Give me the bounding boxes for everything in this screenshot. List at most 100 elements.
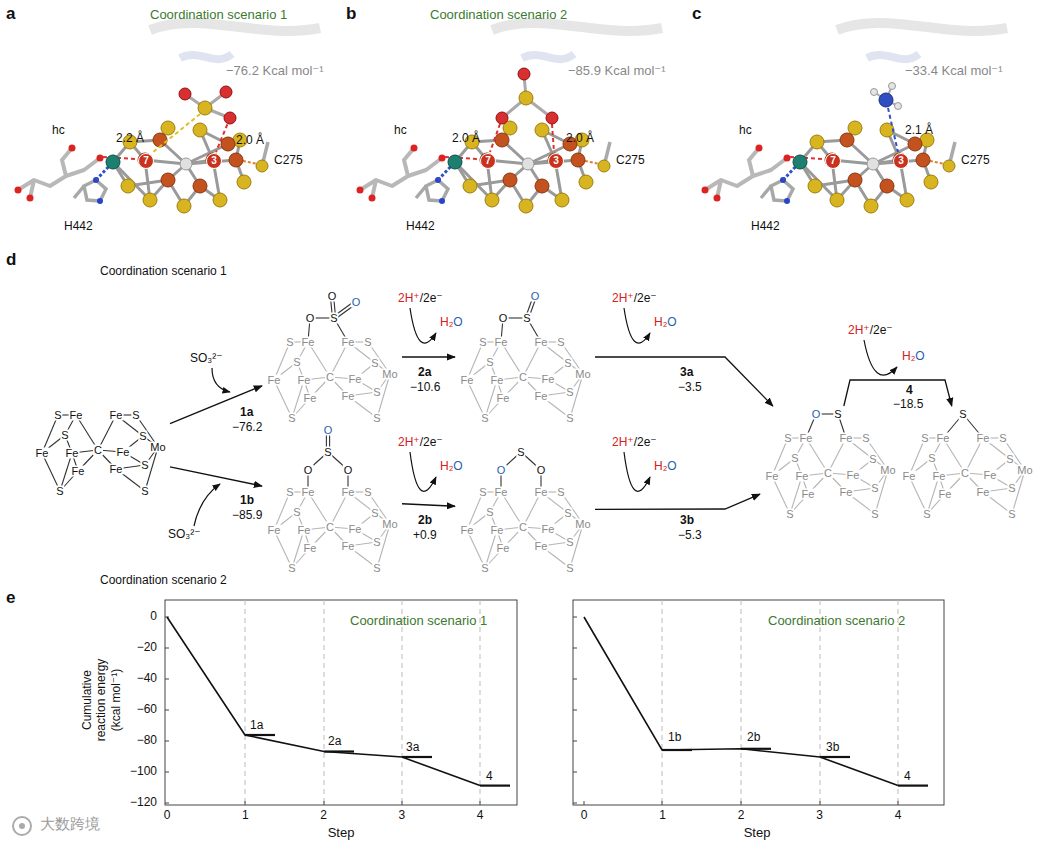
text-label: 2b (747, 731, 760, 745)
atom-label: S (287, 413, 296, 424)
atom-label: Mo (574, 369, 591, 380)
atom-label: S (920, 433, 929, 444)
atom-label: Fe (541, 524, 556, 535)
atom-label: O (305, 313, 316, 324)
callout-number: 7 (138, 153, 154, 169)
cluster-structure: SFeFeSSSMoFeFeCFeFeFeSSSS (897, 406, 1037, 523)
text-label: Step (744, 826, 771, 841)
bond-lines (455, 287, 595, 427)
text-label: H₂ (654, 460, 667, 474)
atom-label: S (370, 508, 379, 519)
atom-label: Fe (938, 489, 953, 500)
atom-label: Fe (341, 541, 356, 552)
atom-label: Fe (341, 337, 356, 348)
atom-label: Fe (35, 448, 50, 459)
illustration-g (502, 74, 552, 118)
text-label: 2H⁺ (612, 436, 634, 450)
callout-number: 3 (206, 153, 222, 169)
text-label: −60 (137, 703, 157, 717)
atom-label: Fe (348, 374, 363, 385)
text-label: −18.5 (893, 398, 923, 412)
text-label: −85.9 Kcal mol⁻¹ (568, 64, 666, 79)
text-label: 3 (816, 809, 823, 823)
callout-number: 3 (548, 153, 564, 169)
atom-label: Fe (839, 433, 854, 444)
text-label: O (453, 316, 462, 330)
illustration-line (573, 648, 577, 649)
text-label: −100 (130, 765, 157, 779)
atom-label: S (556, 337, 565, 348)
atom-label: Fe (932, 471, 947, 482)
text-label: Coordination scenario 1 (100, 265, 227, 279)
atom-label: S (140, 460, 149, 471)
atom-label: Fe (846, 470, 861, 481)
text-label: C275 (961, 154, 990, 168)
illustration-circle (879, 93, 893, 107)
atom-label: S (372, 563, 381, 574)
reaction-arrow (595, 357, 773, 406)
illustration-circle (518, 68, 530, 80)
text-label: 1b (668, 731, 681, 745)
text-label: 3b (680, 514, 694, 528)
atom-label: C (325, 372, 335, 383)
text-label: H442 (406, 220, 435, 234)
atom-label: Fe (490, 375, 505, 386)
text-label: 2H⁺ (398, 436, 420, 450)
bond-lines (262, 287, 402, 427)
text-label: C275 (274, 154, 303, 168)
illustration-circle (895, 103, 902, 110)
illustration-g (194, 308, 897, 526)
text-label: 4 (895, 809, 902, 823)
atom-label: Fe (534, 541, 549, 552)
cluster-structure: SFeFeSSSMoFeFeCFeFeFeSSSOSO (455, 442, 595, 577)
text-label: 0 (150, 610, 157, 624)
text-label: 3 (398, 809, 405, 823)
atom-label: S (285, 337, 294, 348)
atom-label: S (870, 483, 879, 494)
illustration-circle (546, 112, 558, 124)
illustration-line (480, 600, 481, 805)
atom-label: Fe (297, 525, 312, 536)
atom-label: Fe (301, 487, 316, 498)
text-label: Coordination scenario 2 (100, 574, 227, 588)
text-label: Coordination scenario 1 (350, 614, 487, 629)
illustration-line (573, 710, 577, 711)
text-label: SO₃²⁻ (190, 352, 223, 366)
atom-label: S (372, 387, 381, 398)
panel-letter: e (6, 588, 15, 608)
atom-label: S (958, 409, 967, 420)
text-label: −85.9 (232, 509, 262, 523)
atom-label: Fe (534, 487, 549, 498)
atom-label: S (870, 509, 879, 520)
text-label: /2e⁻ (634, 292, 657, 306)
illustration-line (662, 801, 663, 805)
text-label: 4 (486, 770, 493, 784)
atom-label: C (518, 372, 528, 383)
illustration-g (245, 600, 898, 805)
atom-label: Fe (348, 524, 363, 535)
atom-label: Fe (303, 543, 318, 554)
text-label: 1a (250, 719, 263, 733)
text-label: +0.9 (413, 529, 437, 543)
atom-label: S (565, 537, 574, 548)
text-label: −3.5 (678, 381, 702, 395)
illustration-line (152, 114, 200, 153)
atom-label: S (363, 337, 372, 348)
illustration-line (573, 617, 577, 618)
cluster-structure: SFeFeSSSMoFeFeCFeFeFeSSSOSOO (262, 424, 402, 577)
text-label: hc (739, 124, 752, 138)
text-label: 大数跨境 (40, 815, 100, 832)
atom-label: S (785, 509, 794, 520)
illustration-line (165, 648, 169, 649)
text-label: 3b (826, 741, 839, 755)
illustration-line (245, 734, 275, 736)
illustration-line (820, 600, 821, 805)
atom-label: Fe (301, 337, 316, 348)
atom-label: S (363, 487, 372, 498)
text-label: /2e⁻ (634, 436, 657, 450)
text-label: 2 (320, 809, 327, 823)
atom-label: S (868, 454, 877, 465)
atom-label: Fe (839, 487, 854, 498)
illustration-line (165, 679, 169, 680)
